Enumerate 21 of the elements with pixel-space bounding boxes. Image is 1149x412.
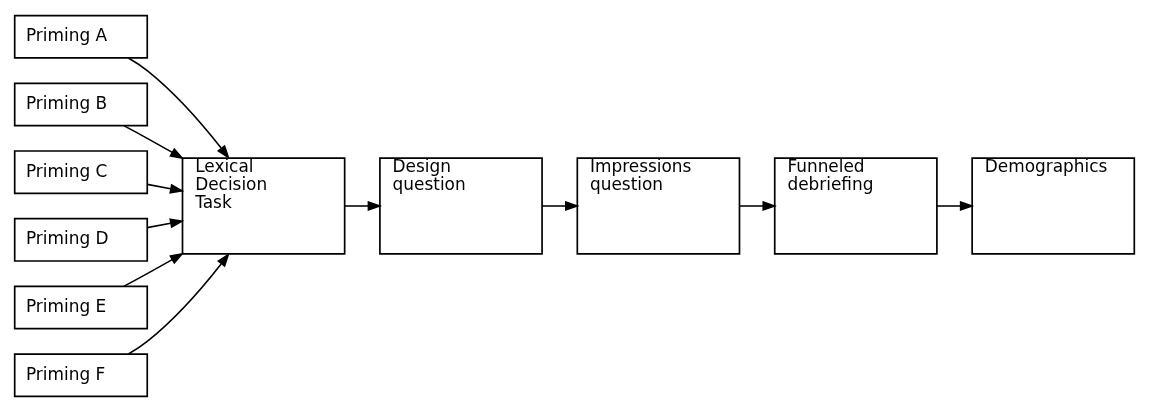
- arrow: [122, 252, 185, 288]
- arrow: [738, 200, 777, 212]
- node-box: Lexical Decision Task: [181, 157, 346, 255]
- node-box: Demographics: [971, 157, 1136, 255]
- node-box: Priming C: [13, 150, 149, 195]
- node-box: Priming F: [13, 353, 149, 398]
- node-box: Design question: [379, 157, 543, 255]
- arrow: [146, 183, 185, 194]
- node-box: Priming E: [13, 285, 149, 330]
- node-box: Priming B: [13, 82, 149, 127]
- node-box: Funneled debriefing: [773, 157, 938, 255]
- arrow: [146, 218, 185, 229]
- arrow: [122, 124, 185, 160]
- arrow: [127, 57, 230, 160]
- arrow: [343, 200, 383, 212]
- node-box: Impressions question: [576, 157, 741, 255]
- arrow: [936, 200, 975, 212]
- arrow: [541, 200, 580, 212]
- arrow: [127, 252, 230, 355]
- node-box: Priming D: [13, 217, 149, 262]
- node-box: Priming A: [13, 14, 149, 59]
